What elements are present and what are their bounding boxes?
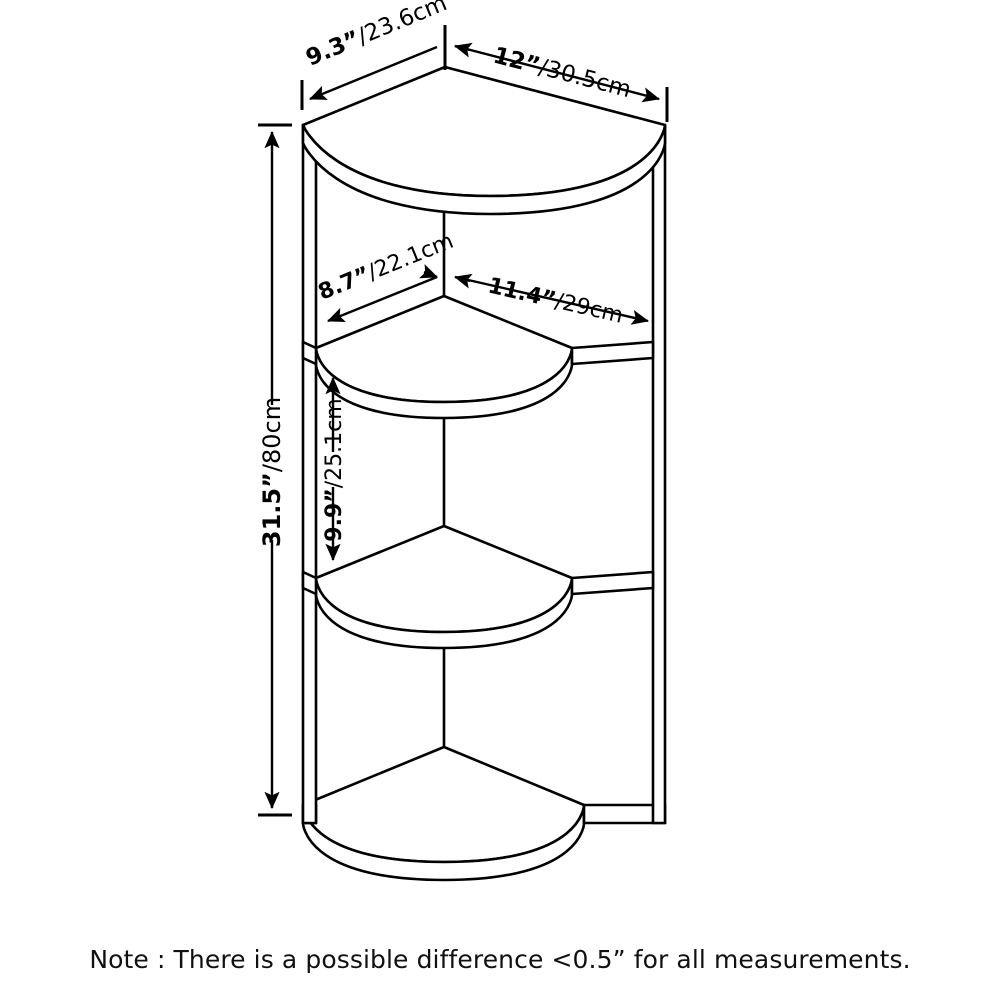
side-panel-left [301,123,318,825]
dimension-label-overall-height: 31.5”/80cm [258,397,286,547]
corner-shelf-body [301,65,667,882]
side-panel-right [651,123,667,825]
dimension-overall-height: 31.5”/80cm [258,123,292,817]
measurement-note: Note : There is a possible difference <0… [89,945,911,974]
dimension-label-top-left: 9.3”/23.6cm [302,0,450,72]
dimension-shelf-opening-height: 9.9”/25.1cm [322,376,347,562]
shelf-bottom [301,745,667,882]
dimension-label-inner-left: 8.7”/22.1cm [315,229,457,306]
shelf-top [301,65,667,216]
dimension-label-shelf-opening: 9.9”/25.1cm [322,398,347,541]
shelf-upper-middle [301,294,655,420]
shelf-lower-middle [301,524,655,650]
